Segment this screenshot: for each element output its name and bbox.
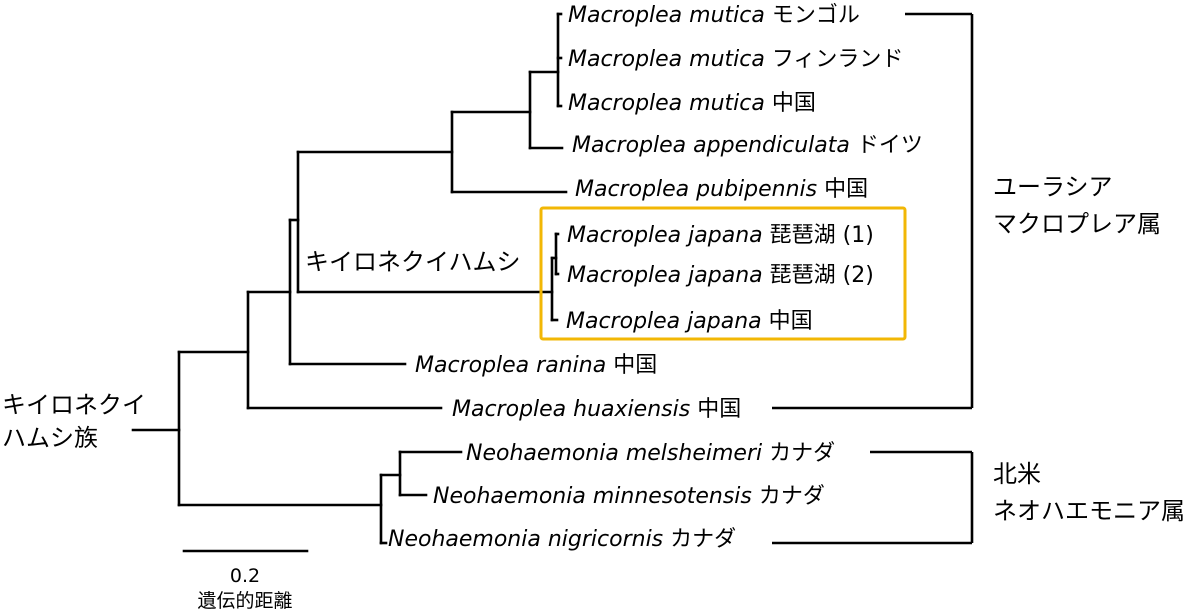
tree-branches (131, 12, 568, 545)
tip-label: Macroplea appendiculata ドイツ (572, 133, 923, 158)
tip-label: Macroplea japana 中国 (566, 309, 813, 334)
tip-label: Macroplea pubipennis 中国 (575, 177, 868, 202)
japana-highlight-box (539, 206, 907, 341)
eurasia-group-label-line2: マクロプレア属 (993, 210, 1161, 238)
scale-bar-value: 0.2 (230, 565, 260, 587)
root-label-line2: ハムシ族 (2, 424, 98, 452)
na-bracket (772, 450, 974, 545)
root-label-line1: キイロネクイ (2, 391, 146, 419)
eurasia-group-label-line1: ユーラシア (993, 173, 1113, 201)
na-group-label-line2: ネオハエモニア属 (993, 497, 1185, 525)
na-group-label-line1: 北米 (993, 460, 1041, 488)
tip-label: Neohaemonia melsheimeri カナダ (466, 441, 835, 466)
tip-label: Macroplea japana 琵琶湖 (2) (567, 263, 874, 288)
tip-labels: Macroplea mutica モンゴル Macroplea mutica フ… (388, 3, 923, 552)
tip-label: Neohaemonia minnesotensis カナダ (433, 484, 825, 509)
scale-bar-unit: 遺伝的距離 (197, 590, 292, 612)
tip-label: Macroplea japana 琵琶湖 (1) (567, 223, 874, 248)
japana-clade-label: キイロネクイハムシ (305, 248, 521, 276)
eurasia-bracket (772, 12, 974, 410)
tip-label: Macroplea mutica フィンランド (568, 47, 903, 72)
tip-label: Macroplea huaxiensis 中国 (452, 397, 741, 422)
tip-label: Neohaemonia nigricornis カナダ (388, 527, 736, 552)
tip-label: Macroplea ranina 中国 (415, 353, 657, 378)
tip-label: Macroplea mutica モンゴル (568, 3, 860, 28)
tip-label: Macroplea mutica 中国 (568, 91, 816, 116)
scale-bar: 0.2 遺伝的距離 (182, 549, 309, 612)
